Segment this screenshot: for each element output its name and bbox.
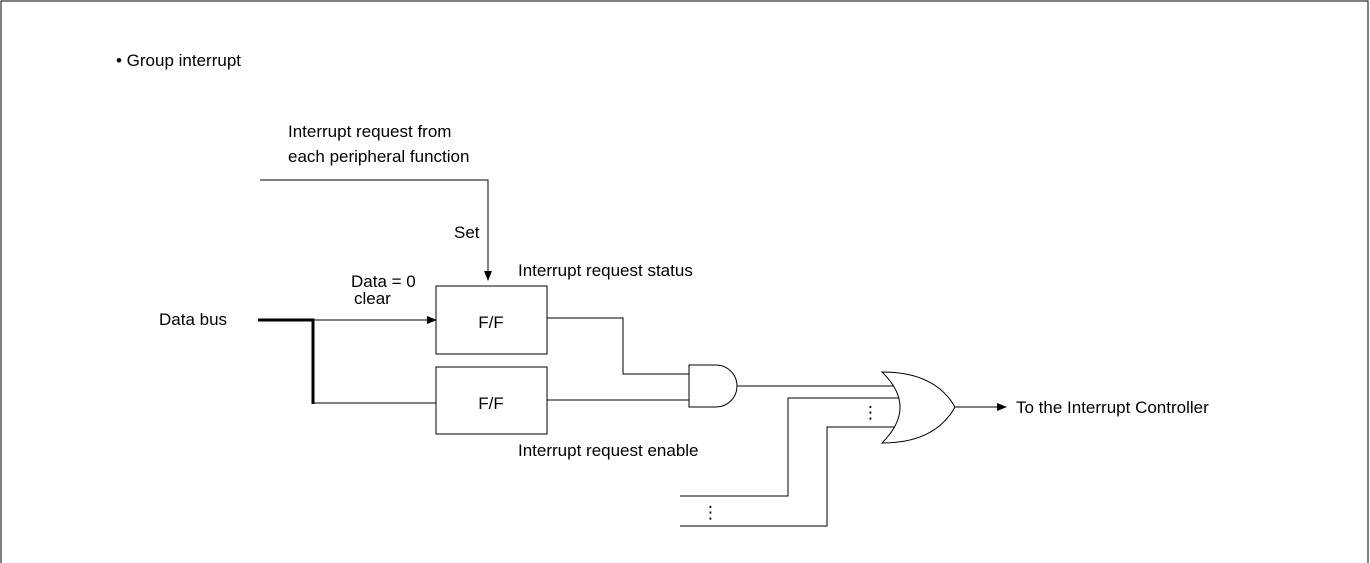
data-bus-label: Data bus [159,310,227,329]
bottom-input-ellipsis: ⋮ [702,503,719,522]
irq-source-label-line2: each peripheral function [288,147,469,166]
or-gate [880,371,956,444]
other-input-wire-2 [680,426,906,527]
set-label: Set [454,223,480,242]
diagram-title: • Group interrupt [116,51,241,70]
clear-label: clear [354,289,391,308]
enable-flipflop-label: F/F [478,394,504,413]
enable-label: Interrupt request enable [518,441,699,460]
irq-source-label-line1: Interrupt request from [288,122,451,141]
status-label: Interrupt request status [518,261,693,280]
irq-input-wire [260,179,492,281]
status-to-and-wire [547,317,689,375]
output-label: To the Interrupt Controller [1016,398,1209,417]
and-gate [688,364,738,408]
data-bus-line [258,318,315,404]
or-input-ellipsis: ⋮ [862,403,879,422]
status-flipflop [435,285,548,355]
other-input-wire-1 [680,397,906,497]
data-zero-label: Data = 0 [351,272,416,291]
status-flipflop-label: F/F [478,313,504,332]
